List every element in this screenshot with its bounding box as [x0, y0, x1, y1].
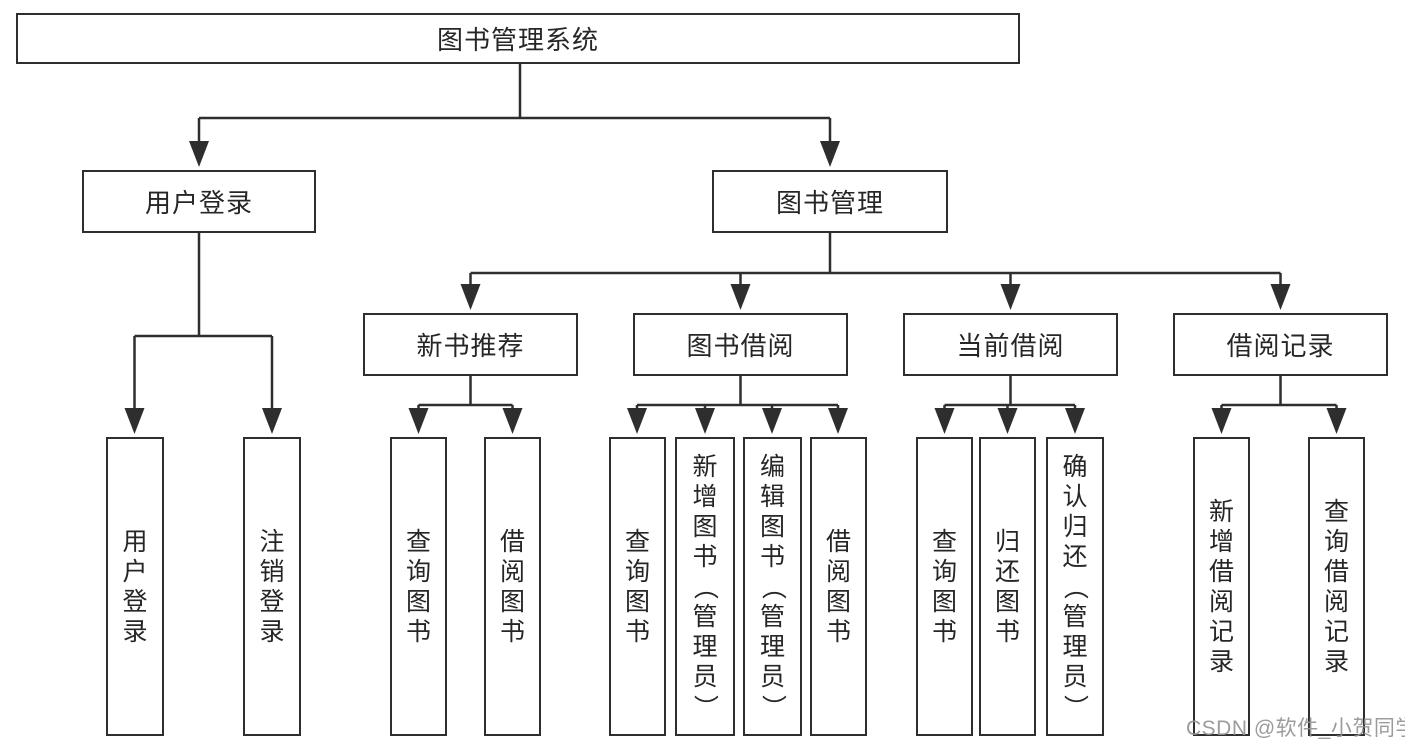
leaf-confirm-return-admin-label: 确认归还（管理员）: [1061, 452, 1089, 720]
connectors-book-borrow-children: [627, 376, 848, 434]
leaf-borrow-books-2-label: 借阅图书: [825, 527, 851, 646]
connectors-book-management-children: [460, 233, 1291, 310]
node-root-system: 图书管理系统: [16, 13, 1020, 64]
leaf-query-books-2: 查询图书: [609, 437, 666, 736]
connectors-user-login-children: [124, 233, 282, 434]
connectors-current-borrow-children: [934, 376, 1085, 434]
connectors-borrow-records-children: [1211, 376, 1347, 434]
leaf-user-login: 用户登录: [106, 437, 164, 736]
leaf-add-borrow-record: 新增借阅记录: [1193, 437, 1250, 736]
connectors-new-book-children: [408, 376, 523, 434]
node-borrow-records: 借阅记录: [1173, 313, 1388, 376]
leaf-add-books-admin-label: 新增图书（管理员）: [691, 452, 719, 720]
node-user-login: 用户登录: [82, 170, 316, 233]
node-book-borrow-label: 图书借阅: [686, 331, 795, 361]
node-user-login-label: 用户登录: [144, 188, 253, 218]
leaf-borrow-books-1: 借阅图书: [484, 437, 541, 736]
leaf-query-books-1: 查询图书: [390, 437, 447, 736]
leaf-query-books-3-label: 查询图书: [931, 527, 957, 646]
node-new-book-recommend-label: 新书推荐: [416, 331, 525, 361]
leaf-query-borrow-record: 查询借阅记录: [1308, 437, 1365, 736]
leaf-query-books-2-label: 查询图书: [624, 527, 650, 646]
leaf-confirm-return-admin: 确认归还（管理员）: [1046, 437, 1104, 736]
leaf-borrow-books-1-label: 借阅图书: [499, 527, 525, 646]
leaf-return-books: 归还图书: [979, 437, 1036, 736]
connectors-root-to-level2: [189, 64, 840, 167]
node-root-system-label: 图书管理系统: [436, 25, 599, 55]
leaf-logout: 注销登录: [243, 437, 301, 736]
leaf-query-books-1-label: 查询图书: [405, 527, 431, 646]
leaf-query-borrow-record-label: 查询借阅记录: [1323, 497, 1349, 676]
leaf-add-books-admin: 新增图书（管理员）: [675, 437, 735, 736]
node-current-borrow-label: 当前借阅: [956, 331, 1065, 361]
node-current-borrow: 当前借阅: [903, 313, 1118, 376]
node-borrow-records-label: 借阅记录: [1226, 331, 1335, 361]
leaf-user-login-label: 用户登录: [122, 527, 148, 646]
leaf-edit-books-admin-label: 编辑图书（管理员）: [758, 452, 787, 720]
leaf-query-books-3: 查询图书: [916, 437, 973, 736]
leaf-add-borrow-record-label: 新增借阅记录: [1208, 497, 1234, 676]
csdn-watermark: CSDN @软件_小贺同学: [1186, 717, 1405, 740]
leaf-edit-books-admin: 编辑图书（管理员）: [743, 437, 802, 736]
node-new-book-recommend: 新书推荐: [363, 313, 578, 376]
node-book-management: 图书管理: [712, 170, 948, 233]
leaf-return-books-label: 归还图书: [994, 527, 1020, 646]
leaf-borrow-books-2: 借阅图书: [810, 437, 867, 736]
leaf-logout-label: 注销登录: [259, 527, 285, 646]
node-book-management-label: 图书管理: [775, 188, 884, 218]
node-book-borrow: 图书借阅: [633, 313, 848, 376]
